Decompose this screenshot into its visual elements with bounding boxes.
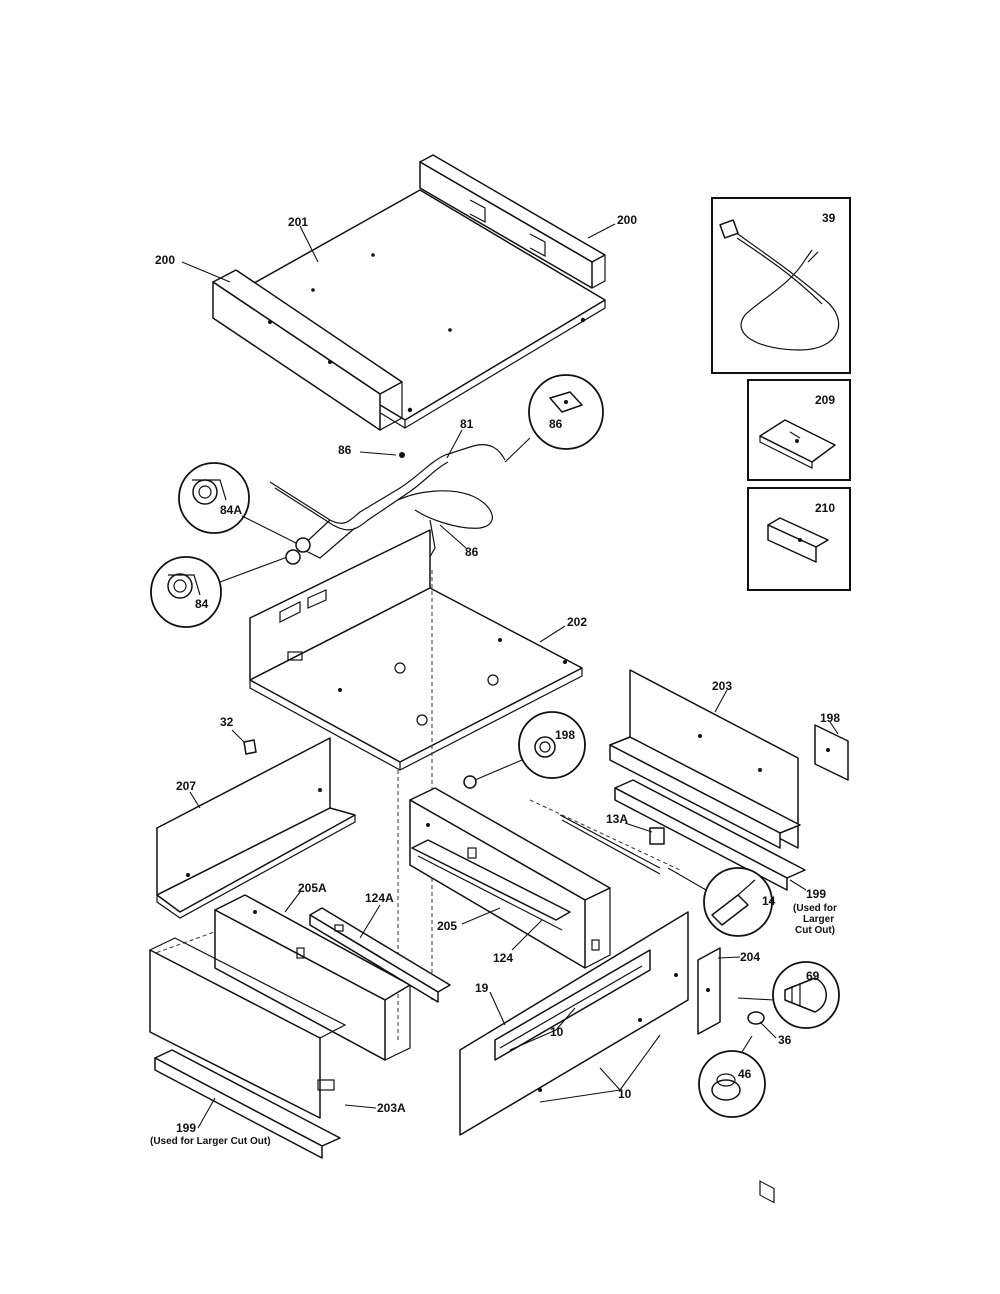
front-box-panel [149,937,347,1119]
label-32: 32 [220,715,234,729]
detail-frame-39 [711,197,851,374]
label-19: 19 [475,981,489,995]
leader-86-lower [439,524,467,549]
bubble-86 [528,374,604,450]
leader-14 [667,867,707,891]
knob-36 [747,1011,765,1025]
cavity-202 [249,529,583,771]
label-198-center: 198 [555,728,575,742]
label-207: 207 [176,779,196,793]
bracket-204 [697,947,721,1035]
leader-203 [714,689,728,713]
control-panel-19 [459,911,689,1136]
fastener-198-center [463,775,477,789]
label-86-lower: 86 [465,545,479,559]
label-201: 201 [288,215,308,229]
label-81: 81 [460,417,474,431]
label-13a: 13A [606,812,628,826]
note-199-right-1: (Used for [793,903,837,914]
heating-element-81 [269,444,506,561]
channel-199-left [154,1049,341,1159]
leader-86-bubble [504,437,531,463]
switch-13a [559,814,665,875]
leader-205a [284,891,301,913]
label-86-bubble: 86 [549,417,563,431]
label-86-left: 86 [338,443,352,457]
front-frame-205 [409,787,611,969]
label-10-upper: 10 [550,1025,564,1039]
detail-frame-210 [747,487,851,591]
bracket-198-right [814,724,849,781]
label-124a: 124A [365,891,394,905]
label-200-left: 200 [155,253,175,267]
leader-204 [717,956,741,959]
bubble-84a [178,462,250,534]
label-200-right: 200 [617,213,637,227]
thermostat-mounts [285,537,311,565]
label-204: 204 [740,950,760,964]
leader-200-left [181,261,231,283]
channel-199-right [614,779,806,891]
leader-205 [461,907,501,925]
bubble-198-center [518,711,586,779]
label-84: 84 [195,597,209,611]
bubble-84 [150,556,222,628]
leader-199-left [197,1097,216,1129]
leader-10-upper [509,1007,576,1051]
label-203a: 203A [377,1101,406,1115]
label-205a: 205A [298,881,327,895]
bubble-14 [703,867,773,937]
label-198-right: 198 [820,711,840,725]
leader-198-center [474,759,523,781]
leader-201 [299,225,319,263]
leader-84 [219,555,291,583]
leader-19 [489,991,506,1026]
rail-124a [309,907,451,1003]
label-84a: 84A [220,503,242,517]
side-panel-207 [156,737,356,919]
label-205: 205 [437,919,457,933]
leader-10-lower [539,1034,661,1103]
label-39: 39 [822,211,836,225]
leader-86-left [359,451,397,456]
note-199-right-3: Cut Out) [795,925,835,936]
label-36: 36 [778,1033,792,1047]
leader-124 [511,919,543,951]
screw-32 [243,739,257,755]
bubble-46 [698,1050,766,1118]
leader-13a [624,822,653,833]
leader-207 [189,791,201,809]
bracket-200-right [419,154,606,289]
label-69: 69 [806,969,820,983]
note-199-left: (Used for Larger Cut Out) [150,1136,271,1147]
label-46: 46 [738,1067,752,1081]
note-199-right-2: Larger [803,914,834,925]
label-124: 124 [493,951,513,965]
leader-84a [241,515,301,546]
bubble-69 [772,961,840,1029]
leader-124a [359,904,381,939]
label-199-right: 199 [806,887,826,901]
label-210: 210 [815,501,835,515]
leader-202 [539,625,566,643]
leader-69 [737,997,775,1001]
leader-198-right [829,721,839,735]
label-10-lower: 10 [618,1087,632,1101]
channel-203-lower [609,736,801,849]
label-202: 202 [567,615,587,629]
leader-200-right [587,223,616,239]
leader-81 [446,429,463,459]
housing-205a [214,894,411,1061]
label-199-left: 199 [176,1121,196,1135]
leader-46 [741,1035,753,1053]
bracket-200-left [212,269,403,431]
leader-199-right [789,879,807,891]
leader-36 [759,1021,777,1039]
label-203: 203 [712,679,732,693]
detail-frame-209 [747,379,851,481]
label-209: 209 [815,393,835,407]
leader-203a [344,1104,377,1109]
label-14: 14 [762,894,776,908]
